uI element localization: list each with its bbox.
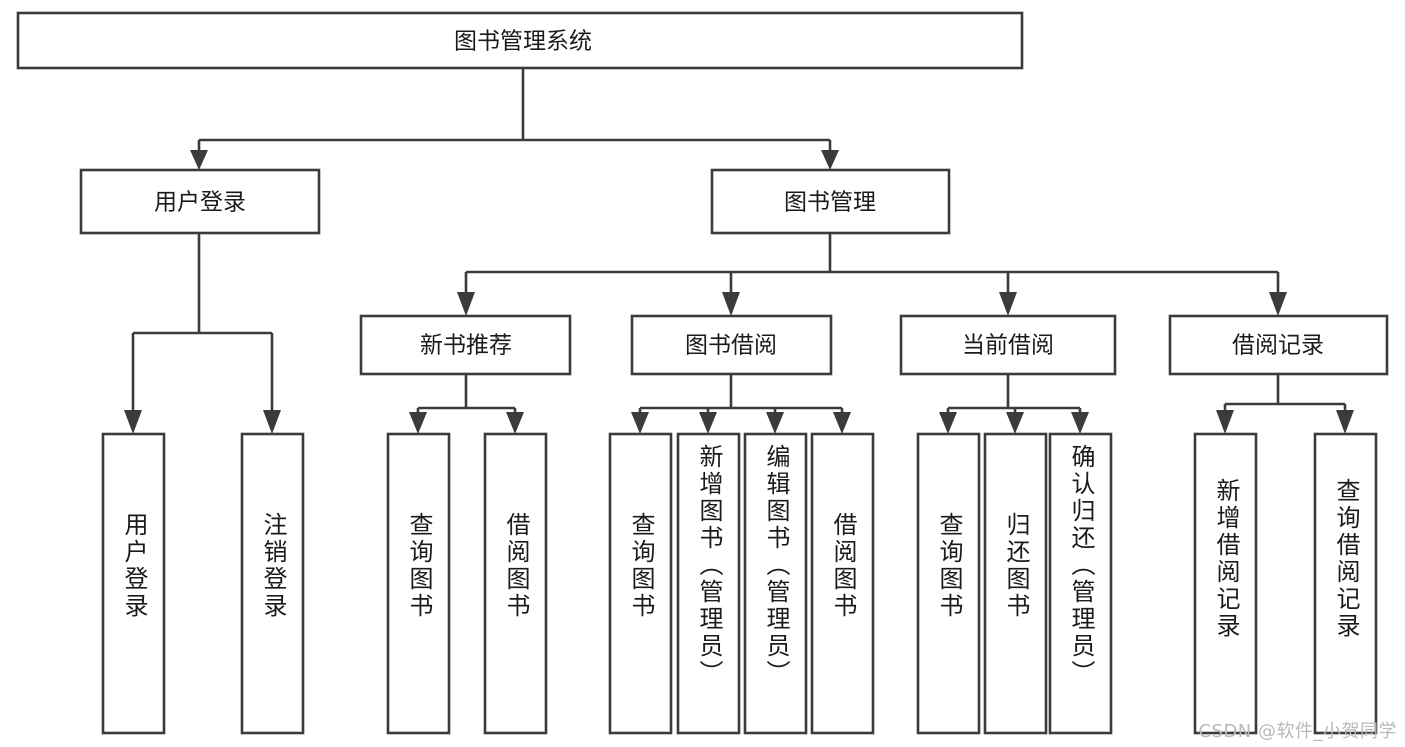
leaf-box-return-book[interactable]: [983, 432, 1048, 735]
arrowhead-leaf-add-book: [699, 412, 717, 434]
leaf-box-query-book-1[interactable]: [386, 432, 451, 735]
leaf-box-layer: [101, 432, 1378, 735]
node-book-management-label: 图书管理: [784, 190, 876, 216]
node-root-label: 图书管理系统: [454, 29, 592, 55]
leaf-box-confirm-return[interactable]: [1048, 432, 1113, 735]
watermark-text: CSDN @软件_小贺同学: [1198, 721, 1397, 742]
arrowhead-leaf-confirm-return: [1071, 412, 1089, 434]
node-user-login-box: [79, 168, 321, 235]
leaf-box-borrow-book-2[interactable]: [810, 432, 875, 735]
leaf-box-logout[interactable]: [240, 432, 305, 735]
arrowhead-leaf-borrow-book-1: [506, 412, 524, 434]
arrowhead-leaf-user-login: [124, 410, 142, 434]
leaf-box-query-record[interactable]: [1313, 432, 1378, 735]
node-book-management[interactable]: 图书管理: [710, 168, 951, 235]
leaf-box-query-book-2[interactable]: [608, 432, 673, 735]
arrowhead-new-book-rec: [457, 292, 475, 316]
leaf-box-borrow-book-1[interactable]: [483, 432, 548, 735]
node-new-book-recommend-label: 新书推荐: [420, 333, 512, 359]
arrowhead-leaf-borrow-book-2: [833, 412, 851, 434]
node-root-box: [16, 11, 1024, 70]
leaf-box-user-login[interactable]: [101, 432, 166, 735]
arrowhead-current-borrow: [999, 292, 1017, 316]
arrowhead-leaf-query-book-2: [631, 412, 649, 434]
node-book-management-box: [710, 168, 951, 235]
arrowhead-book-borrow: [722, 292, 740, 316]
node-book-borrow[interactable]: 图书借阅: [630, 314, 833, 376]
node-book-borrow-box: [630, 314, 833, 376]
leaf-box-add-record[interactable]: [1193, 432, 1258, 735]
node-user-login-label: 用户登录: [154, 190, 246, 216]
connector-layer: [124, 68, 1354, 434]
node-borrow-record[interactable]: 借阅记录: [1168, 314, 1389, 376]
arrowhead-book-mgmt: [821, 150, 839, 170]
arrowhead-user-login: [190, 150, 208, 170]
leaf-box-edit-book[interactable]: [743, 432, 808, 735]
node-borrow-record-label: 借阅记录: [1232, 333, 1324, 359]
node-new-book-recommend[interactable]: 新书推荐: [359, 314, 572, 376]
node-new-book-recommend-box: [359, 314, 572, 376]
node-book-borrow-label: 图书借阅: [685, 333, 777, 359]
arrowhead-leaf-query-book-1: [409, 412, 427, 434]
arrowhead-leaf-edit-book: [766, 412, 784, 434]
node-borrow-record-box: [1168, 314, 1389, 376]
node-user-login[interactable]: 用户登录: [79, 168, 321, 235]
arrowhead-leaf-query-book-3: [939, 412, 957, 434]
node-current-borrow[interactable]: 当前借阅: [899, 314, 1117, 376]
arrowhead-leaf-return-book: [1006, 412, 1024, 434]
arrowhead-leaf-logout: [263, 410, 281, 434]
leaf-box-query-book-3[interactable]: [916, 432, 981, 735]
arrowhead-leaf-add-record: [1216, 410, 1234, 434]
arrowhead-leaf-query-record: [1336, 410, 1354, 434]
node-current-borrow-box: [899, 314, 1117, 376]
node-current-borrow-label: 当前借阅: [962, 333, 1054, 359]
node-root-book-management-system[interactable]: 图书管理系统: [16, 11, 1024, 70]
arrowhead-borrow-record: [1269, 292, 1287, 316]
leaf-box-add-book[interactable]: [676, 432, 741, 735]
